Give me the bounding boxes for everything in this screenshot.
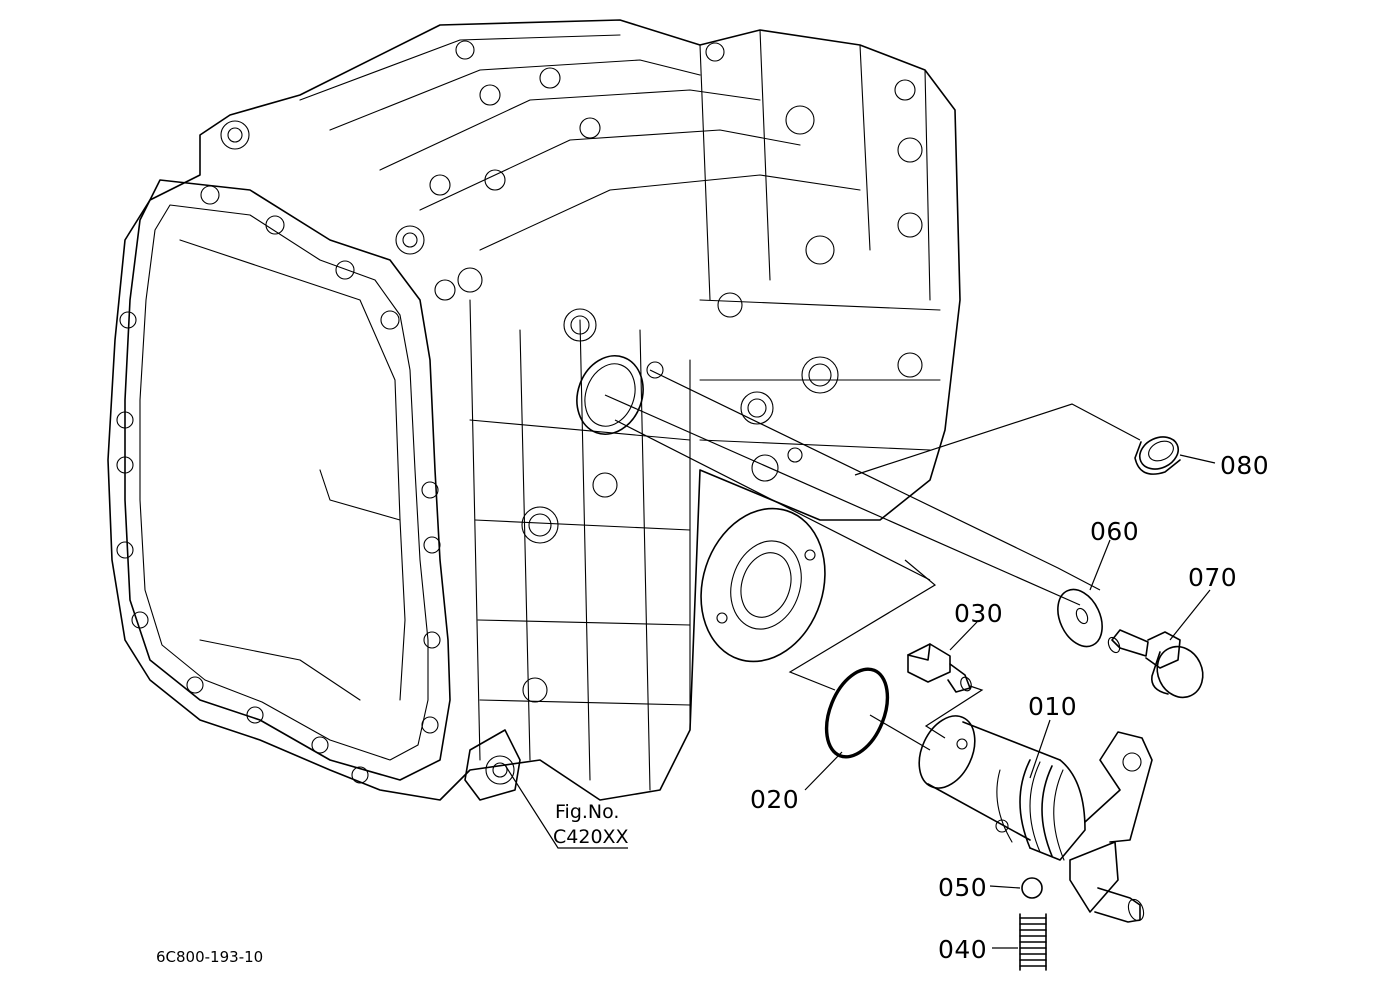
callout-leaders: [504, 454, 1216, 949]
callout-020: 020: [750, 785, 799, 814]
part-050-ball: [1021, 877, 1043, 899]
callout-050: 050: [938, 873, 987, 902]
figure-reference-code: C420XX: [553, 826, 629, 848]
part-030-pin: [907, 643, 972, 693]
transmission-case: [107, 19, 961, 801]
drawing-code: 6C800-193-10: [156, 948, 263, 966]
part-040-spring: [1019, 913, 1047, 971]
bolt-holes: [116, 40, 923, 785]
part-080-plug: [1134, 436, 1181, 475]
callout-060: 060: [1090, 517, 1139, 546]
callout-080: 080: [1220, 451, 1269, 480]
assembly-lines: [604, 369, 1141, 751]
callout-070: 070: [1188, 563, 1237, 592]
cover-plate: [700, 507, 826, 663]
figure-reference-label: Fig.No.: [555, 801, 619, 823]
part-010-valve-assembly: [918, 715, 1153, 923]
part-060-washer: [1057, 588, 1103, 648]
part-070-bolt: [1107, 629, 1204, 699]
part-020-o-ring: [824, 667, 890, 759]
callout-040: 040: [938, 935, 987, 964]
callout-010: 010: [1028, 692, 1077, 721]
callout-030: 030: [954, 599, 1003, 628]
